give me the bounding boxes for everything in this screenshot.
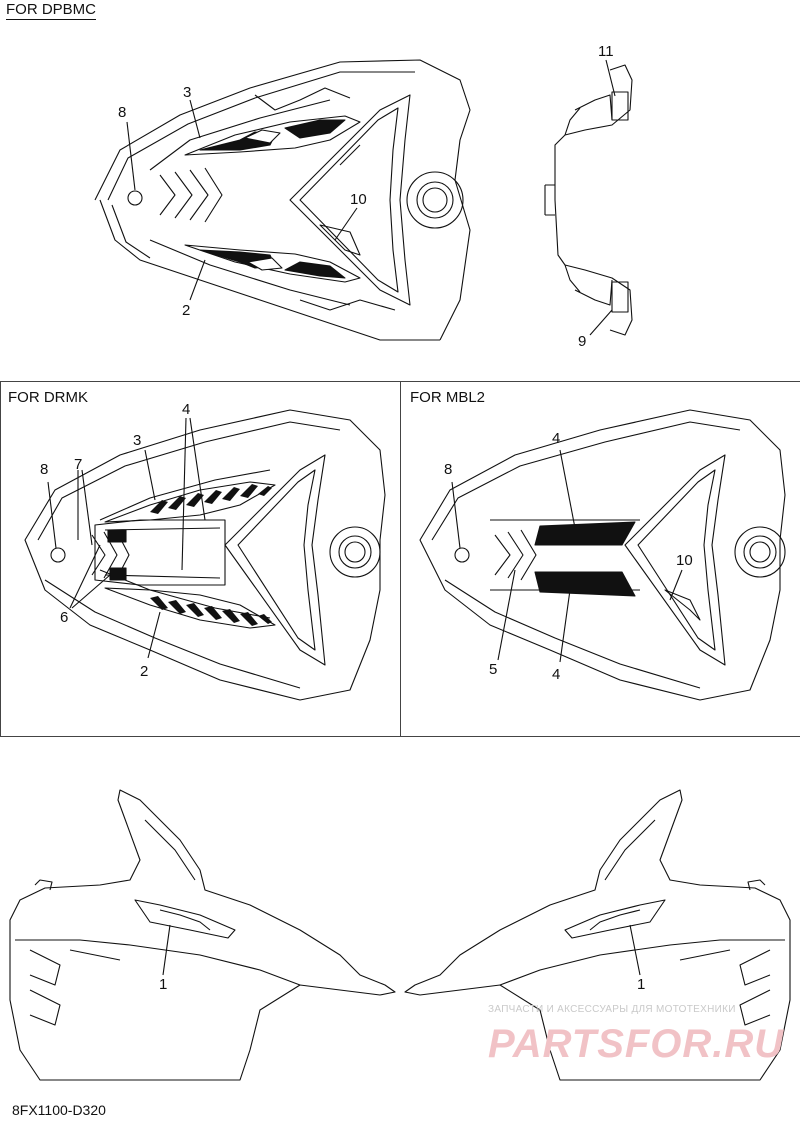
callout-1: 1: [159, 976, 168, 993]
callout-10: 10: [350, 191, 367, 208]
callout-5: 5: [489, 661, 498, 678]
section-title-dpbmc: FOR DPBMC: [6, 1, 96, 20]
watermark-logo: PARTSFOR.RU: [488, 1022, 785, 1066]
callout-4: 4: [552, 666, 561, 683]
section-title-mbl2: FOR MBL2: [410, 389, 486, 406]
callout-11: 11: [598, 43, 614, 60]
callout-4: 4: [552, 430, 561, 447]
callout-3: 3: [133, 432, 142, 449]
panel-divider-left: [0, 381, 1, 736]
callout-3: 3: [183, 84, 192, 101]
callout-6: 6: [60, 609, 69, 626]
callout-2: 2: [140, 663, 149, 680]
panel-divider-center: [400, 381, 401, 736]
watermark-tagline: ЗАПЧАСТИ И АКСЕССУАРЫ ДЛЯ МОТОТЕХНИКИ: [488, 1004, 736, 1015]
panel-divider-bottom: [0, 736, 800, 737]
callout-4: 4: [182, 401, 191, 418]
callout-2: 2: [182, 302, 191, 319]
callout-7: 7: [74, 456, 83, 473]
callout-8: 8: [40, 461, 49, 478]
callout-8: 8: [118, 104, 127, 121]
callout-10: 10: [676, 552, 693, 569]
callout-8: 8: [444, 461, 453, 478]
part-number: 8FX1100-D320: [12, 1102, 106, 1118]
callout-1: 1: [637, 976, 646, 993]
top-hood-outline: [94, 59, 471, 341]
callout-9: 9: [578, 333, 587, 350]
section-title-drmk: FOR DRMK: [8, 389, 88, 406]
